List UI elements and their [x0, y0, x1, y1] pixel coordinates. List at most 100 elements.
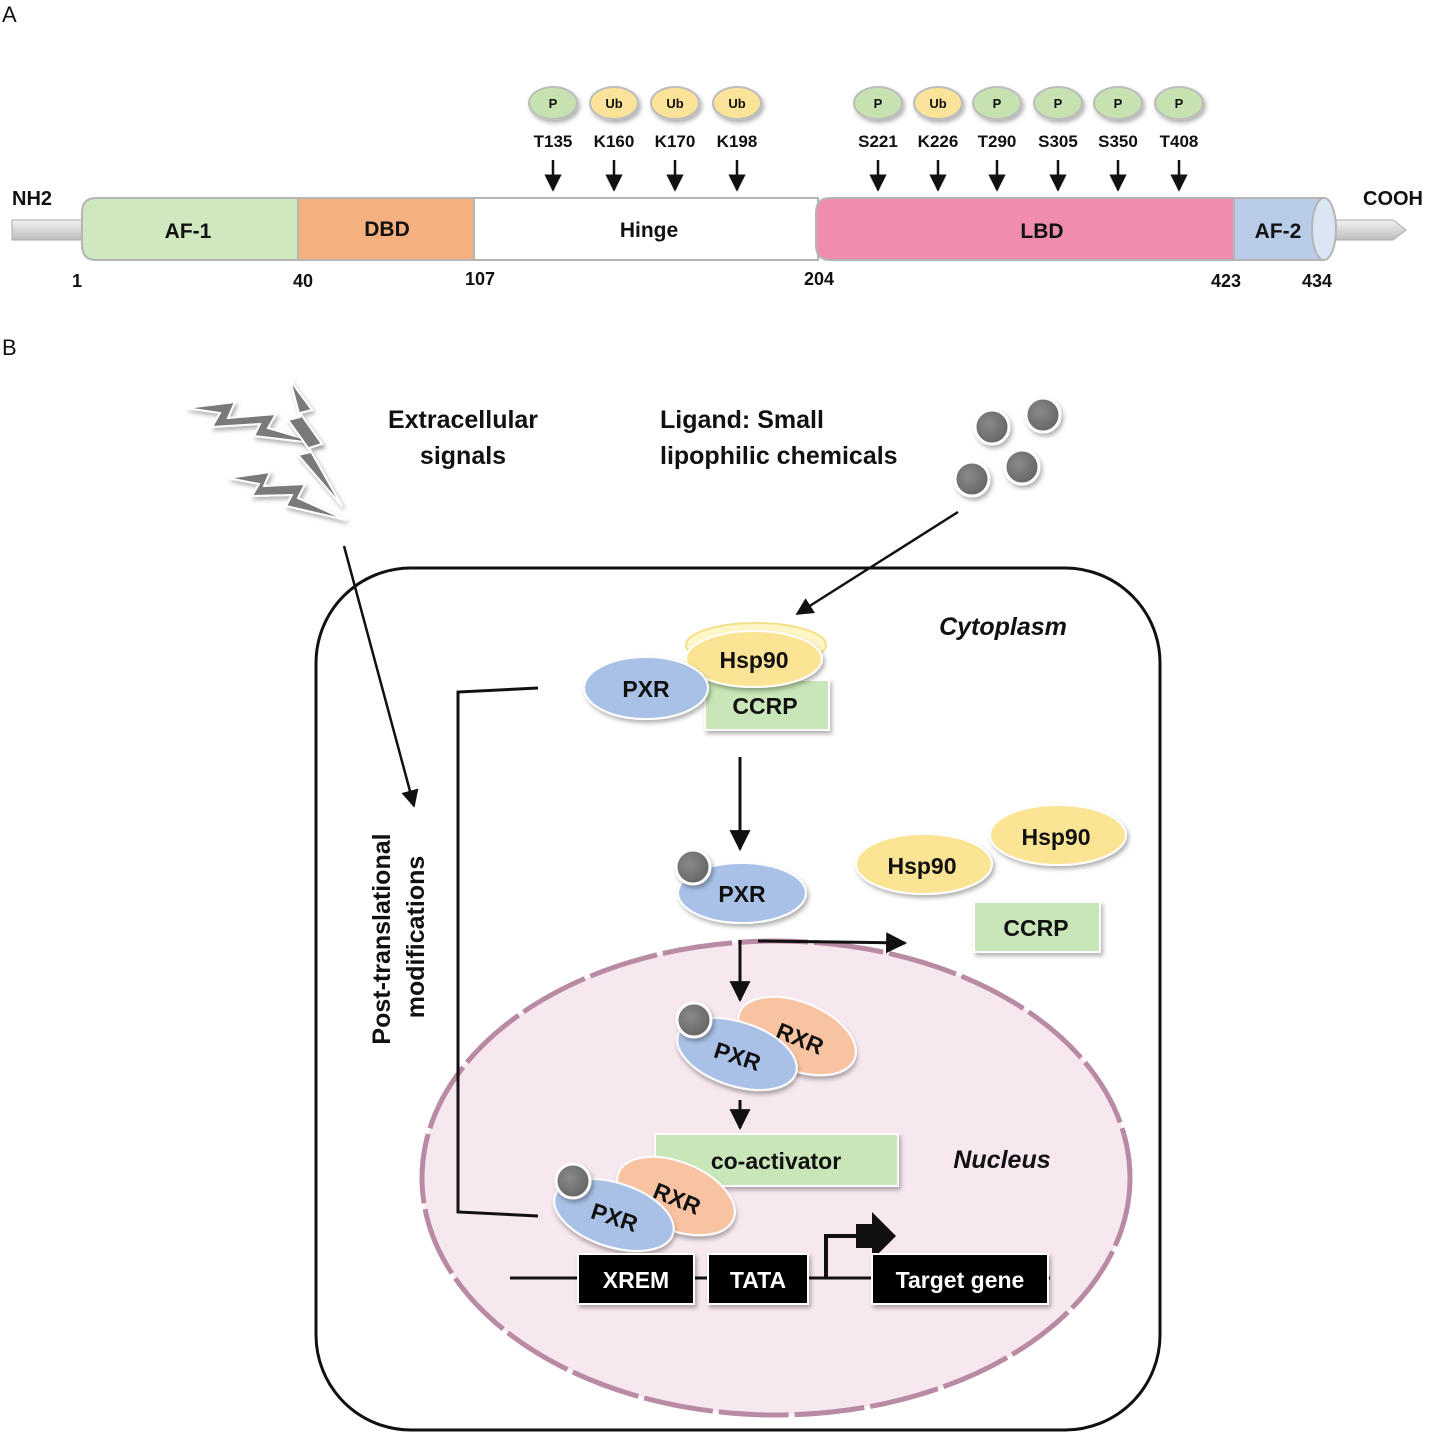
pxr-hsp90-ccrp-complex — [583, 622, 830, 731]
tata-label: TATA — [730, 1267, 786, 1293]
residue-label: S305 — [1038, 132, 1078, 151]
hsp90-ellipse — [989, 804, 1127, 866]
ubiquitination-badge — [650, 86, 700, 120]
residue-label: S221 — [858, 132, 898, 151]
pxr-label: PXR — [622, 676, 670, 702]
modification-type-label: Ub — [605, 96, 622, 111]
modification-sites: PT135UbK160UbK170UbK198PS221UbK226PT290P… — [528, 86, 1204, 192]
protein-bar — [11, 197, 1407, 261]
modification-type-label: P — [549, 96, 558, 111]
ligand-label: lipophilic chemicals — [660, 442, 898, 470]
panel-b-label: B — [2, 335, 17, 360]
residue-label: T408 — [1160, 132, 1199, 151]
ptm-label: Post-translational — [368, 833, 396, 1044]
residue-label: S350 — [1098, 132, 1138, 151]
target-gene-box — [871, 1253, 1049, 1305]
ligand-molecule — [675, 1001, 713, 1039]
residue-label: K226 — [918, 132, 959, 151]
release-arrow — [757, 932, 908, 954]
pxr-ellipse — [677, 862, 807, 924]
position-label: 40 — [293, 271, 313, 291]
position-label: 434 — [1302, 271, 1332, 291]
ptm-label: modifications — [402, 856, 430, 1019]
domain-label-hinge: Hinge — [620, 219, 678, 242]
pxr-ellipse — [553, 1178, 675, 1252]
modification-site: P S350 — [1093, 86, 1143, 192]
ubiquitination-badge — [712, 86, 762, 120]
xrem-label: XREM — [603, 1267, 669, 1293]
domain-label-af2: AF-2 — [1255, 220, 1302, 243]
domain-lbd — [815, 197, 1237, 261]
position-label: 1 — [72, 271, 82, 291]
hsp90-label: Hsp90 — [887, 853, 956, 879]
residue-label: K160 — [594, 132, 635, 151]
position-label: 204 — [804, 269, 834, 289]
phosphorylation-badge — [972, 86, 1022, 120]
modification-site: P T290 — [972, 86, 1022, 192]
transcription-arrow-icon — [856, 1212, 896, 1260]
modification-type-label: Ub — [666, 96, 683, 111]
ligand-molecule — [674, 848, 712, 886]
residue-label: K198 — [717, 132, 758, 151]
lightning-icon — [185, 379, 347, 521]
tata-box — [707, 1253, 809, 1305]
modification-type-label: P — [993, 96, 1002, 111]
feedback-bracket — [456, 686, 539, 1218]
target-gene-label: Target gene — [896, 1267, 1025, 1293]
domain-hinge — [473, 197, 819, 261]
domain-label-lbd: LBD — [1020, 220, 1063, 243]
ccrp-label: CCRP — [1003, 915, 1068, 941]
extracellular-signals-label: signals — [420, 442, 506, 470]
hsp90-ellipse — [685, 630, 823, 688]
phosphorylation-badge — [853, 86, 903, 120]
cytoplasm-label: Cytoplasm — [939, 613, 1067, 641]
phosphorylation-badge — [528, 86, 578, 120]
ligand-label: Ligand: Small — [660, 406, 824, 434]
residue-label: T290 — [978, 132, 1017, 151]
pxr-ellipse — [583, 656, 709, 720]
residue-label: T135 — [534, 132, 573, 151]
xrem-box — [577, 1253, 695, 1305]
modification-type-label: P — [1054, 96, 1063, 111]
cooh-label: COOH — [1363, 188, 1423, 210]
modification-site: P T135 — [528, 86, 578, 192]
pxr-ellipse — [676, 1017, 798, 1091]
extracellular-signals-label: Extracellular — [388, 406, 538, 434]
nh2-label: NH2 — [12, 188, 52, 210]
modification-type-label: P — [874, 96, 883, 111]
signal-arrow — [342, 545, 419, 808]
modification-type-label: Ub — [929, 96, 946, 111]
modification-type-label: P — [1114, 96, 1123, 111]
phosphorylation-badge — [1154, 86, 1204, 120]
domain-af2-cap — [1311, 197, 1337, 261]
phosphorylation-badge — [1093, 86, 1143, 120]
ligand-molecule — [554, 1162, 592, 1200]
ligand-molecules — [953, 396, 1062, 498]
ccrp-box — [973, 901, 1101, 953]
domain-af1 — [81, 197, 301, 261]
hsp90-ellipse — [855, 833, 993, 895]
ligand-arrow — [795, 510, 959, 616]
residue-label: K170 — [655, 132, 696, 151]
ubiquitination-badge — [913, 86, 963, 120]
domain-label-af1: AF-1 — [165, 220, 212, 243]
modification-type-label: P — [1175, 96, 1184, 111]
hsp90-label: Hsp90 — [719, 647, 788, 673]
n-terminal-tail — [11, 219, 87, 241]
modification-site: P S305 — [1033, 86, 1083, 192]
position-label: 423 — [1211, 271, 1241, 291]
modification-site: P S221 — [853, 86, 903, 192]
hsp90-label: Hsp90 — [1021, 824, 1090, 850]
pxr-label: PXR — [718, 881, 766, 907]
nucleus-label: Nucleus — [953, 1146, 1050, 1174]
phosphorylation-badge — [1033, 86, 1083, 120]
panel-a-label: A — [2, 2, 17, 27]
position-label: 107 — [465, 269, 495, 289]
ccrp-label: CCRP — [732, 693, 797, 719]
modification-site: P T408 — [1154, 86, 1204, 192]
